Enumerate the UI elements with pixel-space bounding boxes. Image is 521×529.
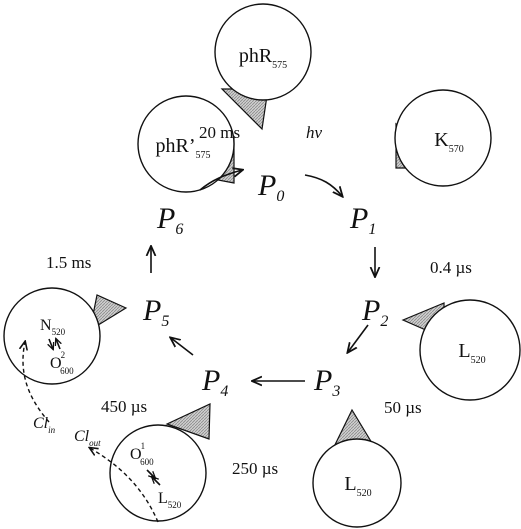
intermediate-P2: P2 [361, 294, 388, 330]
state-L520-right-circle [419, 299, 521, 401]
state-L520-bottom-label: L520 [344, 473, 371, 499]
arrow-P2-P3 [348, 324, 369, 352]
intermediate-P3: P3 [313, 364, 340, 400]
transition-P2-P3-time: 50 µs [384, 398, 422, 417]
transition-P5-P6-time: 1.5 ms [46, 253, 91, 272]
state-phR575-circle [214, 3, 312, 101]
chloride-out-arrow [90, 448, 159, 523]
chloride-in-label: Clin [33, 415, 56, 435]
state-L520-right: L520 [401, 299, 521, 401]
arrow-P6-P0 [199, 170, 242, 191]
transition-hv: hν [306, 123, 323, 142]
state-L-to-O-arrow [152, 477, 161, 486]
arrow-P0-P1 [304, 174, 342, 196]
state-phR-prime575-label: phR’575 [156, 135, 211, 161]
transition-P4-P5-time: 450 µs [101, 397, 147, 416]
state-K570-label: K570 [434, 129, 463, 155]
state-L520-bottom-circle [312, 438, 402, 528]
state-phR-prime575: phR’575 [137, 95, 235, 193]
transition-P1-P2-time: 0.4 µs [430, 258, 472, 277]
state-K570: K570 [394, 89, 492, 187]
state-N520-circle [3, 287, 101, 385]
arrow-P4-P5 [171, 338, 194, 356]
state-K570-circle [394, 89, 492, 187]
intermediate-P5: P5 [142, 294, 169, 330]
state-N-to-O-arrow [49, 338, 53, 349]
state-L520-right-label: L520 [458, 340, 485, 366]
intermediate-P0: P0 [257, 169, 284, 205]
chloride-in-arrow [23, 342, 50, 423]
state-L520-inner-label: L520 [158, 490, 182, 510]
state-O-to-N-arrow [56, 339, 60, 350]
intermediate-P1: P1 [349, 202, 376, 238]
state-O1-600-tab [165, 403, 211, 440]
state-L520-bottom: L520 [312, 408, 402, 528]
intermediate-P6: P6 [156, 202, 183, 238]
state-N520-label: N520 [40, 317, 66, 337]
state-phR575-label: phR575 [239, 45, 287, 71]
state-phR-prime575-circle [137, 95, 235, 193]
chloride-out-label: Clout [74, 428, 101, 448]
intermediate-P4: P4 [201, 364, 228, 400]
transition-P6-P0-time: 20 ms [199, 123, 240, 142]
transition-P3-P4-time: 250 µs [232, 459, 278, 478]
state-phR575: phR575 [214, 3, 312, 131]
